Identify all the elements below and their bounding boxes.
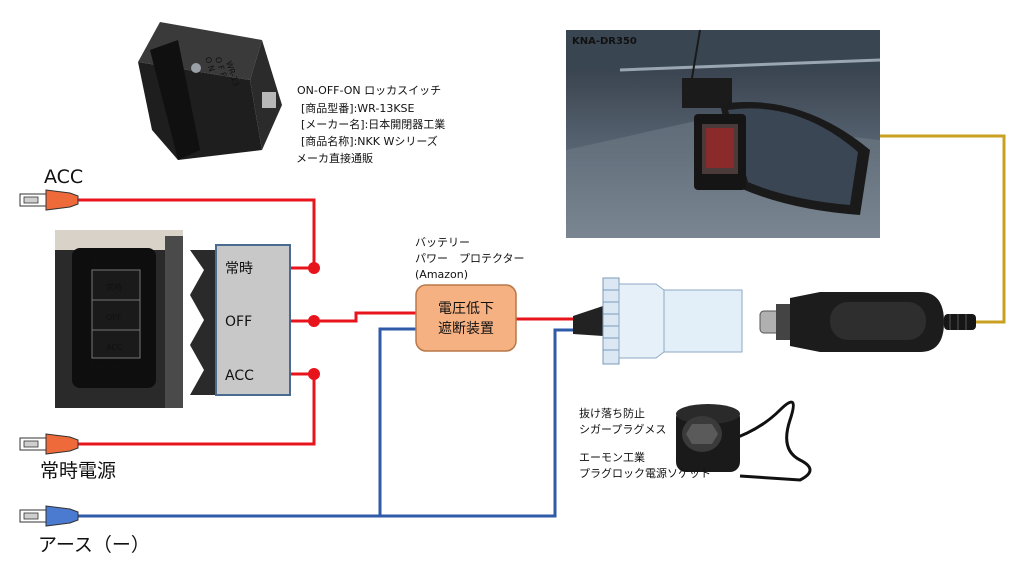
wire-ground <box>75 328 575 518</box>
label-constant-power: 常時電源 <box>40 460 116 482</box>
label-ground: アース（ー） <box>38 534 150 556</box>
socket-desc-line-2: プラグロック電源ソケット <box>579 466 711 480</box>
plug-lock-socket-photo <box>676 400 812 482</box>
switch-spec-line-2: [商品型番]:WR-13KSE <box>301 101 415 115</box>
panel-button-constant: 常時 <box>106 283 122 292</box>
terminal-constant <box>19 433 79 455</box>
switch-schematic: 常時 OFF ACC <box>190 244 291 396</box>
cigar-plug <box>759 292 976 352</box>
rocker-switch-photo: O N O F F WR-13 <box>138 22 282 160</box>
switch-spec-line-1: ON-OFF-ON ロッカスイッチ <box>297 84 441 97</box>
switch-body-on-top: O N <box>203 56 216 73</box>
dashcam-photo: KNA-DR350 <box>566 29 881 238</box>
wire-off-to-protector <box>290 311 416 323</box>
terminal-dot-off <box>308 315 320 327</box>
wires <box>75 134 1006 518</box>
panel-button-acc: ACC <box>106 343 123 352</box>
panel-model-label: DR-350 <box>94 259 128 269</box>
protector-box: 電圧低下 遮断装置 <box>415 284 517 352</box>
switch-pos-off: OFF <box>225 314 252 330</box>
wire-constant <box>75 374 316 446</box>
terminal-ground <box>19 505 79 527</box>
protector-title: バッテリー パワー プロテクター (Amazon) <box>415 236 525 281</box>
dash-panel-photo: DR-350 常時 OFF ACC KENWOOD <box>55 230 183 408</box>
wire-camera-power <box>880 134 1006 324</box>
panel-brand: KENWOOD <box>90 362 133 371</box>
switch-spec-line-4: [商品名称]:NKK Wシリーズ <box>301 134 438 148</box>
switch-pos-constant: 常時 <box>225 261 253 277</box>
terminal-dot-constant <box>308 262 320 274</box>
terminal-dot-acc <box>308 368 320 380</box>
plug-lock-line-2: シガープラグメス <box>579 422 666 436</box>
switch-spec-line-5: メーカ直接通販 <box>296 151 373 165</box>
cigar-socket <box>573 277 743 365</box>
protector-title-2: パワー プロテクター <box>415 252 525 265</box>
protector-title-3: (Amazon) <box>415 268 468 281</box>
terminal-acc <box>19 189 79 211</box>
switch-pos-acc: ACC <box>225 368 254 384</box>
socket-desc-line-1: エーモン工業 <box>579 451 645 464</box>
switch-spec-line-3: [メーカー名]:日本開閉器工業 <box>301 117 445 131</box>
switch-spec-text: ON-OFF-ON ロッカスイッチ [商品型番]:WR-13KSE [メーカー名… <box>296 84 445 165</box>
wire-acc <box>75 198 316 268</box>
wire-ground-protector <box>378 327 416 516</box>
protector-box-line-2: 遮断装置 <box>438 321 494 337</box>
camera-model-label: KNA-DR350 <box>572 36 637 47</box>
label-acc: ACC <box>44 166 83 188</box>
protector-title-1: バッテリー <box>415 236 470 249</box>
protector-box-line-1: 電圧低下 <box>438 301 494 317</box>
panel-button-off: OFF <box>106 313 122 322</box>
plug-lock-text: 抜け落ち防止 シガープラグメス エーモン工業 プラグロック電源ソケット <box>579 406 711 480</box>
plug-lock-line-1: 抜け落ち防止 <box>579 406 645 420</box>
